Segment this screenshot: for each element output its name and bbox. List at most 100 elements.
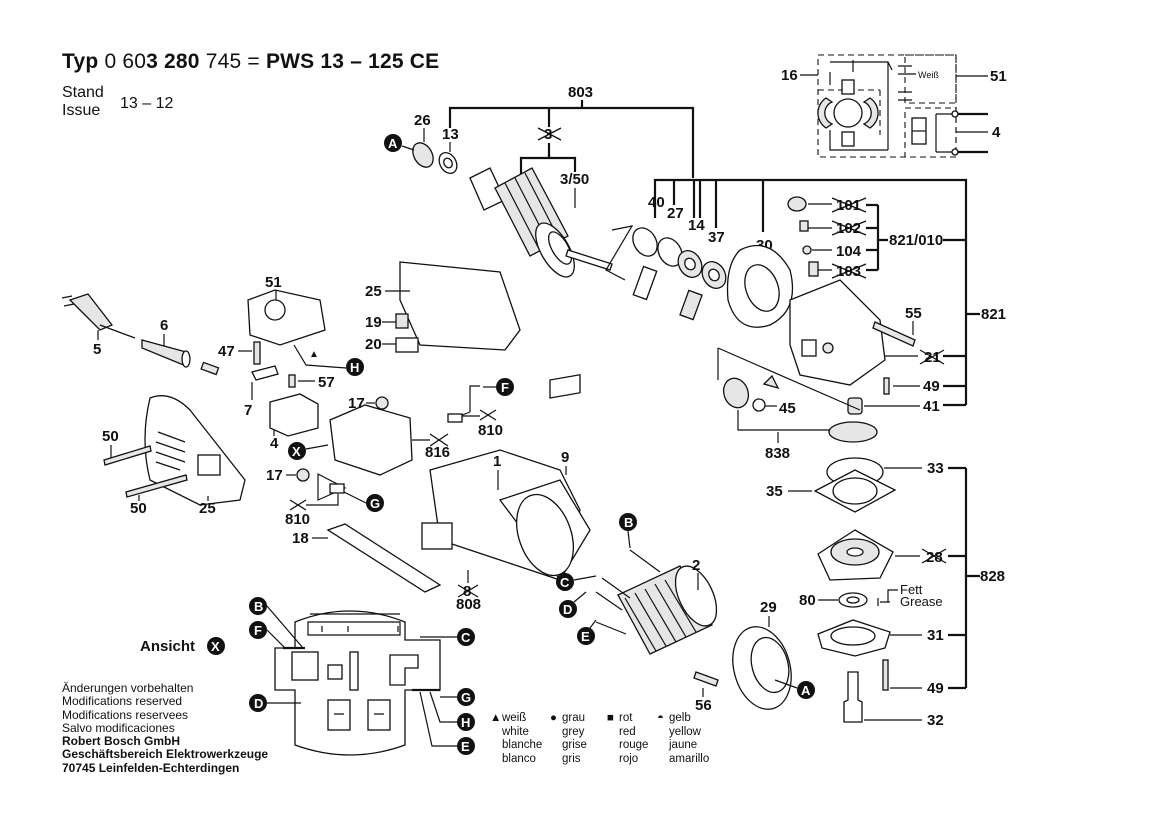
part-label-9: 9	[561, 449, 569, 466]
struck-part-3: 3	[537, 126, 562, 143]
struck-part-10-bottom	[289, 499, 307, 511]
marker-f-text: F	[501, 380, 509, 395]
part-label-35: 35	[766, 483, 783, 500]
part-label-17-top: 17	[348, 395, 365, 412]
guard-marker-a-text: A	[801, 683, 811, 698]
armature	[469, 167, 613, 278]
company-name: Robert Bosch GmbH	[62, 734, 181, 748]
legend-fr: blanche	[502, 739, 543, 751]
switch-4	[269, 393, 319, 437]
field-marker-e-text: E	[581, 629, 590, 644]
carbon-brush-17-bottom	[296, 468, 310, 482]
view-x-detail: Ansicht X B F C D G H E	[140, 597, 475, 756]
part-label-803: 803	[568, 84, 593, 101]
legend-white: ▲weiß white blanche blanco	[490, 712, 542, 766]
part-label-57: 57	[318, 374, 335, 391]
bearing-flange-group: 33 35 28 80 Fett Grease 31 49 32 828	[766, 457, 1005, 729]
marker-g-text: G	[370, 496, 380, 511]
nut-26	[412, 142, 434, 168]
gear-housing	[789, 279, 886, 386]
connector-marker-f	[496, 378, 514, 396]
part-label-33: 33	[927, 460, 944, 477]
half-circle-icon: ◓	[657, 712, 664, 724]
model-name: PWS 13 – 125 CE	[265, 50, 440, 73]
part-number-prefix: 0 60	[104, 50, 147, 73]
circlip-40	[632, 227, 658, 257]
part-label-49-top: 49	[923, 378, 940, 395]
electronic-module-51	[247, 289, 326, 346]
note-line: Salvo modificaciones	[62, 721, 175, 736]
screw-56	[693, 671, 719, 687]
issue-value: 13 – 12	[120, 95, 174, 112]
armature-group: 803 3 3/50 26 13 A	[384, 84, 695, 278]
field-marker-b	[619, 513, 637, 531]
part-label-7: 7	[244, 402, 252, 419]
legend-es: gris	[562, 752, 581, 765]
legend-en: grey	[562, 725, 585, 738]
legend-en: yellow	[669, 725, 701, 738]
note-line: Modifications reserved	[62, 694, 183, 709]
part-label-50-top: 50	[102, 428, 119, 445]
view-marker-h	[457, 713, 475, 731]
screw-55	[872, 321, 916, 347]
view-x-square	[327, 664, 343, 680]
part-label-104: 104	[836, 243, 862, 260]
field-marker-d-text: D	[563, 602, 572, 617]
field-marker-d	[559, 600, 577, 618]
view-marker-g	[457, 688, 475, 706]
circle-icon: ●	[550, 712, 557, 724]
housing-window	[197, 454, 221, 476]
view-marker-f-text: F	[254, 623, 262, 638]
part-label-40: 40	[648, 194, 665, 211]
screw-57	[288, 374, 296, 388]
part-label-810-top: 810	[478, 422, 503, 439]
view-marker-b	[249, 597, 267, 615]
cable-clamp-7	[251, 365, 279, 381]
part-label-808: 808	[456, 596, 481, 613]
screw-49-bottom	[882, 659, 889, 691]
view-marker-e	[457, 737, 475, 755]
part-label-1: 1	[493, 453, 501, 470]
part-label-14: 14	[688, 217, 705, 234]
part-label-27: 27	[667, 205, 684, 222]
view-marker-c-text: C	[461, 630, 471, 645]
part-label-51: 51	[265, 274, 282, 291]
part-label-26: 26	[414, 112, 431, 129]
note-line: Modifications reservees	[62, 707, 189, 722]
field-marker-c-text: C	[560, 575, 570, 590]
part-label-2: 2	[692, 557, 700, 574]
legend-es: rojo	[619, 752, 639, 765]
stand-label-de: Stand	[62, 84, 104, 101]
bevel-gear	[828, 421, 878, 443]
struck-part-102: 102	[831, 220, 867, 237]
spring-102	[799, 220, 809, 232]
tool-sleeve	[632, 265, 658, 301]
screw-50-top	[103, 445, 152, 466]
handle-thread	[801, 339, 817, 357]
part-label-25-bottom: 25	[199, 500, 216, 517]
view-marker-g-text: G	[461, 690, 471, 705]
field-marker-c	[556, 573, 574, 591]
part-number-suffix: 745	[205, 50, 242, 73]
screw-50-bottom	[125, 474, 188, 498]
view-marker-b-text: B	[254, 599, 263, 614]
nut-45	[752, 398, 766, 412]
tool-sleeve-2	[679, 289, 703, 321]
part-label-17-bottom: 17	[266, 467, 283, 484]
part-label-16: 16	[781, 67, 798, 84]
part-label-19: 19	[365, 314, 382, 331]
part-label-3-50: 3/50	[560, 171, 589, 188]
pinion	[722, 377, 750, 409]
part-label-41: 41	[923, 398, 940, 415]
view-x-block-left	[291, 651, 319, 681]
stand-label-en: Issue	[62, 102, 101, 119]
part-label-4: 4	[270, 435, 279, 452]
grease-note-en: Grease	[900, 594, 943, 609]
view-label: Ansicht	[140, 638, 195, 655]
view-x-slot-right	[367, 699, 391, 731]
legend-de: grau	[562, 712, 586, 724]
view-x-bar	[349, 651, 359, 691]
struck-part-16	[429, 433, 449, 447]
cable-end	[200, 361, 220, 376]
field-marker-e	[577, 627, 595, 645]
